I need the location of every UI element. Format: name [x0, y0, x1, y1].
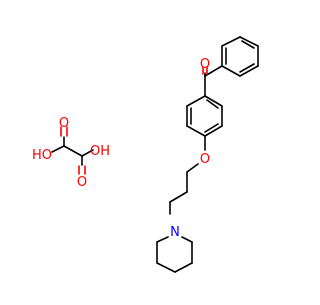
ether-oxygen-label: O — [200, 152, 210, 167]
piperidine-nitrogen-label: N — [170, 225, 180, 240]
piperidine-ring — [156, 236, 193, 273]
top-phenyl-ring — [221, 36, 259, 77]
middle-benzene-ring — [186, 75, 223, 137]
chemical-structure: O O N — [0, 0, 300, 300]
oxalic-hydroxyl-right-label: OH — [90, 144, 110, 159]
ether-bonds — [169, 135, 206, 215]
oxalic-carbonyl-bonds — [60, 126, 86, 175]
oxalic-carbonyl-top-label: O — [59, 116, 69, 131]
oxalic-hydroxyl-left-label: HO — [32, 148, 52, 163]
oxalic-carbonyl-bottom-label: O — [77, 175, 87, 190]
structure-canvas: O O N — [0, 0, 300, 300]
background — [0, 0, 300, 300]
ketone-double-bond — [202, 66, 208, 75]
ketone-oxygen-label: O — [200, 57, 210, 72]
oxalic-acid-bonds — [51, 136, 94, 166]
